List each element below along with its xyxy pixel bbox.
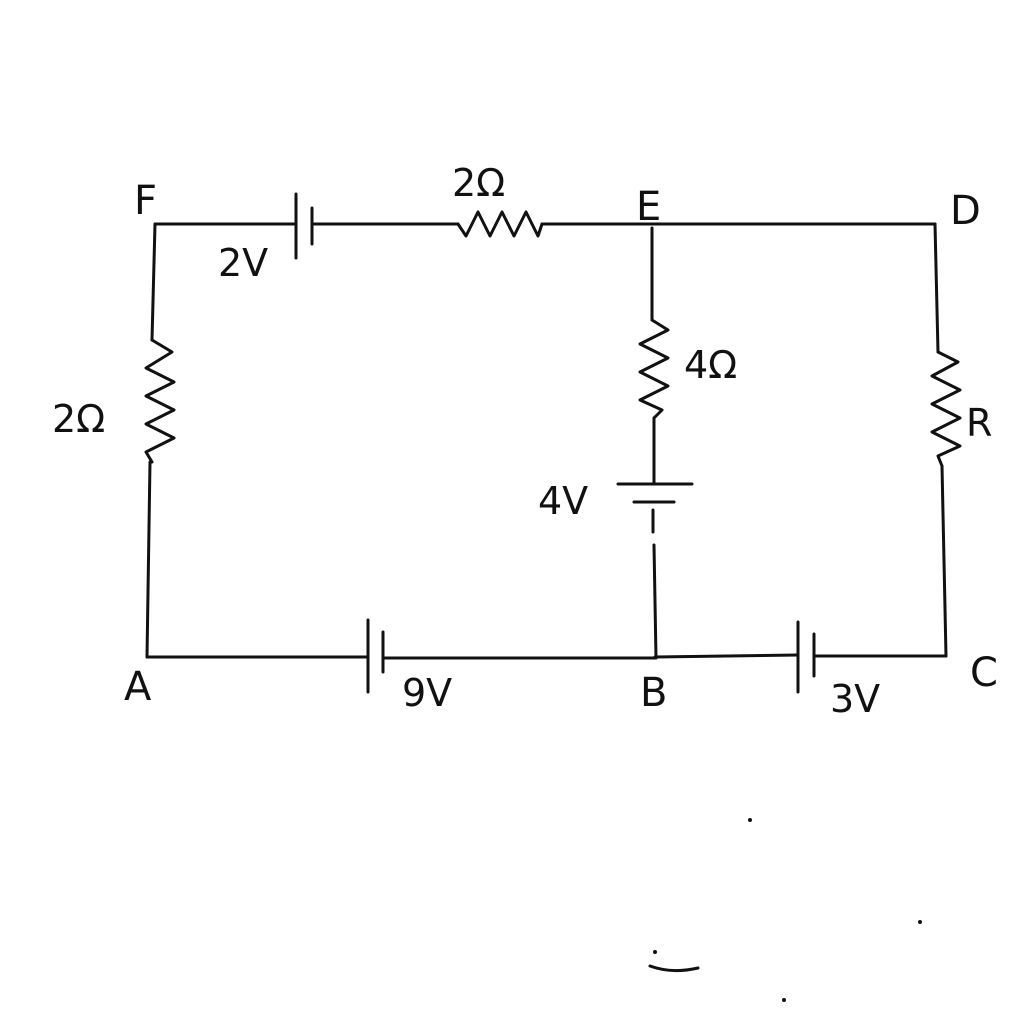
resistor-eb-zigzag xyxy=(638,318,670,420)
label-resistor-af: 2Ω xyxy=(52,397,105,441)
label-resistor-dc: R xyxy=(966,401,992,445)
wire-right-to-c xyxy=(940,464,948,658)
stray-dot xyxy=(653,950,657,954)
wire-b-to-battery-3v xyxy=(653,653,800,659)
resistor-dc-zigzag xyxy=(930,350,962,468)
label-battery-9v: 9V xyxy=(402,671,452,715)
label-resistor-fe: 2Ω xyxy=(452,161,505,205)
wire-f-down xyxy=(150,222,157,342)
wire-battery-4v-to-b xyxy=(652,543,658,660)
stray-stroke xyxy=(648,964,700,973)
wire-d-down xyxy=(933,222,940,354)
stray-dot xyxy=(782,998,786,1002)
stray-dot xyxy=(918,920,922,924)
node-label-b: B xyxy=(640,670,667,716)
label-battery-3v: 3V xyxy=(830,677,880,721)
node-label-d: D xyxy=(950,188,981,234)
node-label-f: F xyxy=(134,178,157,224)
node-label-a: A xyxy=(124,664,152,710)
node-label-c: C xyxy=(970,650,998,696)
resistor-af-zigzag xyxy=(144,338,176,464)
node-label-e: E xyxy=(636,184,661,230)
label-battery-2v: 2V xyxy=(218,241,268,285)
stray-dot xyxy=(748,818,752,822)
label-resistor-eb: 4Ω xyxy=(684,343,737,387)
wire-left-to-a xyxy=(145,460,152,659)
resistor-fe-zigzag xyxy=(456,210,544,238)
label-battery-4v: 4V xyxy=(538,479,588,523)
